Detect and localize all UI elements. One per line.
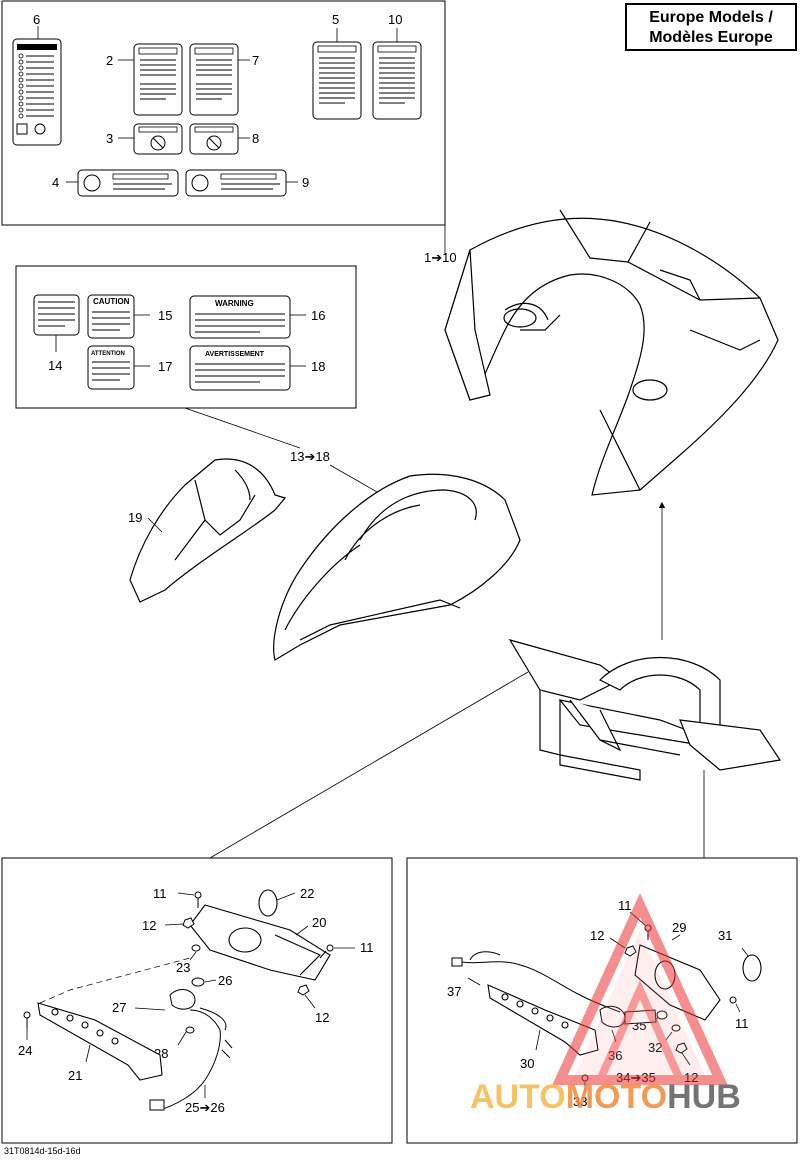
title-line-2: Modèles Europe xyxy=(649,29,773,46)
callout-7: 7 xyxy=(252,53,259,68)
screw-24 xyxy=(23,1011,31,1028)
callout-left-11b: 11 xyxy=(360,940,374,955)
callout-23: 23 xyxy=(176,960,190,975)
callout-20: 20 xyxy=(312,915,326,930)
callout-right-11b: 11 xyxy=(735,1016,749,1031)
grommet-28 xyxy=(185,1026,195,1034)
callout-16: 16 xyxy=(311,308,325,323)
decal-4 xyxy=(77,169,179,197)
callout-26: 26 xyxy=(218,973,232,988)
watermark-triangle xyxy=(552,892,728,1085)
attention-label: ATTENTION xyxy=(91,351,125,357)
callout-left-12a: 12 xyxy=(142,918,156,933)
callout-29: 29 xyxy=(672,920,686,935)
diagram-reference-code: 31T0814d-15d-16d xyxy=(4,1146,81,1156)
callout-18: 18 xyxy=(311,359,325,374)
callout-14: 14 xyxy=(48,358,62,373)
callout-2: 2 xyxy=(106,53,113,68)
part-22-lens xyxy=(258,889,278,917)
callout-21: 21 xyxy=(68,1068,82,1083)
logo-part-hub: HUB xyxy=(667,1078,741,1116)
nut-12b xyxy=(297,984,310,996)
callout-19: 19 xyxy=(128,510,142,525)
callout-15: 15 xyxy=(158,308,172,323)
nut-12c xyxy=(624,945,637,957)
callout-left-12b: 12 xyxy=(315,1010,329,1025)
grommet-32 xyxy=(671,1024,681,1032)
panel-bottom-left: 22 20 11 11 12 12 23 26 27 28 xyxy=(1,857,393,1144)
callout-37: 37 xyxy=(447,984,461,999)
models-title-box: Europe Models / Modèles Europe xyxy=(625,3,797,51)
fender-large xyxy=(444,209,779,496)
decal-panel-top: 6 2 3 7 xyxy=(1,0,446,255)
callout-32: 32 xyxy=(648,1040,662,1055)
callout-25-26: 25➔26 xyxy=(185,1100,225,1115)
decal-14 xyxy=(33,294,80,336)
socket-harness xyxy=(149,989,233,1111)
fender-rear xyxy=(273,473,521,661)
callout-31: 31 xyxy=(718,928,732,943)
decal-9 xyxy=(185,169,287,197)
decal-7 xyxy=(189,43,239,116)
decal-8 xyxy=(189,123,239,155)
callout-8: 8 xyxy=(252,131,259,146)
harness-37 xyxy=(451,951,621,1013)
bracket-21 xyxy=(37,1002,163,1081)
grommet-35 xyxy=(656,1010,668,1020)
callout-33: 33 xyxy=(573,1094,587,1109)
bracket-30 xyxy=(487,984,599,1056)
nut-12a xyxy=(182,917,195,929)
callout-4: 4 xyxy=(52,175,59,190)
screw-11a xyxy=(194,891,202,908)
decal-10 xyxy=(372,41,422,120)
callout-22: 22 xyxy=(300,886,314,901)
callout-24: 24 xyxy=(18,1043,32,1058)
part-20-housing xyxy=(189,904,331,981)
callout-10: 10 xyxy=(388,12,402,27)
part-31-lens xyxy=(742,954,762,982)
callout-13-18: 13➔18 xyxy=(290,449,330,464)
callout-3: 3 xyxy=(106,131,113,146)
screw-11b xyxy=(319,944,334,959)
callout-5: 5 xyxy=(332,12,339,27)
decal-2 xyxy=(133,43,183,116)
decal-15 xyxy=(87,294,135,339)
warning-label: WARNING xyxy=(215,299,254,308)
decal-16 xyxy=(189,295,291,339)
title-line-1: Europe Models / xyxy=(649,9,773,26)
callout-30: 30 xyxy=(520,1056,534,1071)
callout-9: 9 xyxy=(302,175,309,190)
decal-6 xyxy=(12,38,62,146)
rear-rack-frame xyxy=(508,639,782,781)
decal-18 xyxy=(189,345,291,391)
screw-11d xyxy=(729,996,737,1004)
callout-right-11a: 11 xyxy=(618,898,632,913)
grommet-23 xyxy=(191,944,201,952)
callout-1-10: 1➔10 xyxy=(424,250,457,265)
callout-27: 27 xyxy=(112,1000,126,1015)
caution-label: CAUTION xyxy=(93,297,130,306)
decal-3 xyxy=(133,123,183,155)
part-19 xyxy=(129,458,287,603)
logo-part-auto: AUTO xyxy=(470,1078,566,1116)
avertissement-label: AVERTISSEMENT xyxy=(205,351,265,358)
callout-left-11a: 11 xyxy=(153,886,167,901)
callout-17: 17 xyxy=(158,359,172,374)
nut-12d xyxy=(675,1042,688,1054)
decal-5 xyxy=(312,41,362,120)
bulb-26 xyxy=(191,977,205,987)
callout-6: 6 xyxy=(33,12,40,27)
callout-right-12a: 12 xyxy=(590,928,604,943)
logo-part-moto: MOTO xyxy=(565,1078,668,1116)
watermark-logo: AUTOMOTOHUB xyxy=(470,1078,741,1117)
decal-panel-middle: 14 CAUTION 15 WARNING 16 ATTENTION 17 AV… xyxy=(15,265,357,409)
